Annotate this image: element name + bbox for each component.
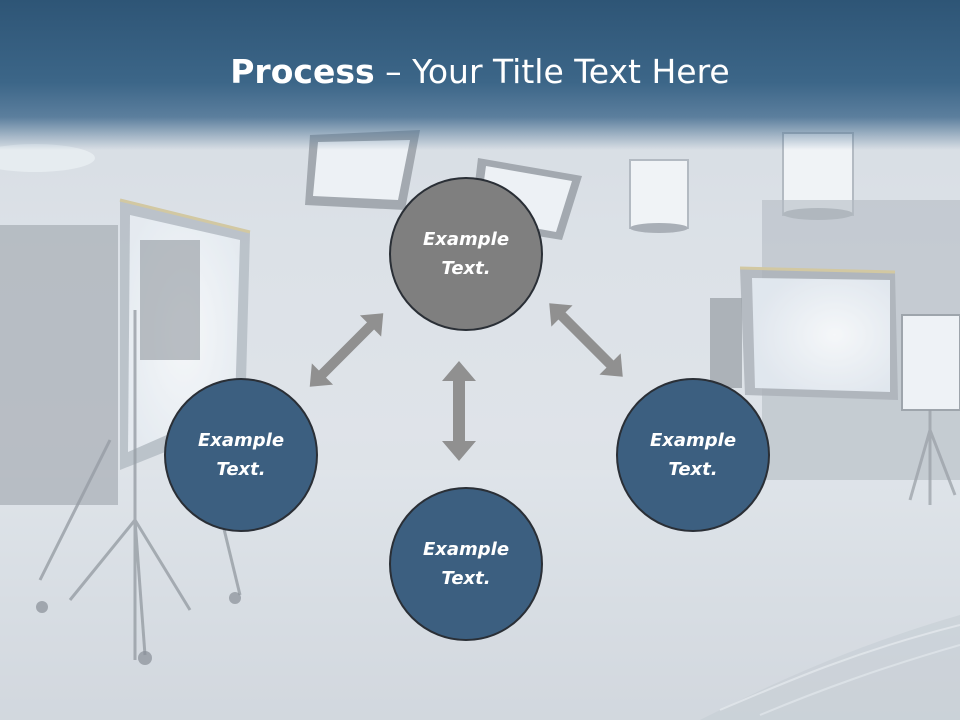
- title-bold-part: Process: [230, 52, 375, 91]
- node-text: Example Text.: [422, 229, 510, 279]
- process-node-top: Example Text.: [389, 177, 543, 331]
- process-node-left: Example Text.: [164, 378, 318, 532]
- node-text: Example Text.: [422, 539, 510, 589]
- title-bar: [0, 0, 960, 150]
- slide-title: Process – Your Title Text Here: [0, 52, 960, 91]
- double-arrow-icon: [549, 303, 623, 377]
- process-node-right: Example Text.: [616, 378, 770, 532]
- double-arrow-icon: [442, 361, 476, 461]
- title-regular-part: – Your Title Text Here: [374, 52, 730, 91]
- double-arrow-icon: [309, 313, 384, 387]
- node-text: Example Text.: [649, 430, 737, 480]
- node-text: Example Text.: [197, 430, 285, 480]
- process-node-bottom: Example Text.: [389, 487, 543, 641]
